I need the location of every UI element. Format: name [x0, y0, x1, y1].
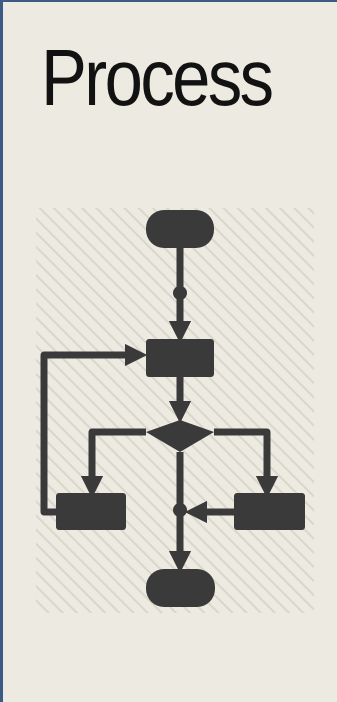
connector-loop-back — [40, 343, 148, 516]
card-title: Process — [41, 33, 274, 122]
connector-decision-right — [214, 428, 279, 499]
connector-decision-left — [80, 428, 146, 499]
junction-dot — [173, 503, 187, 517]
junction-dot — [173, 286, 187, 300]
left-process-box — [56, 493, 126, 530]
hatched-background — [36, 208, 314, 613]
start-terminal — [146, 210, 214, 248]
end-terminal — [146, 569, 215, 607]
process-box — [146, 339, 214, 377]
right-process-box — [234, 493, 305, 530]
decision-diamond — [146, 420, 214, 452]
